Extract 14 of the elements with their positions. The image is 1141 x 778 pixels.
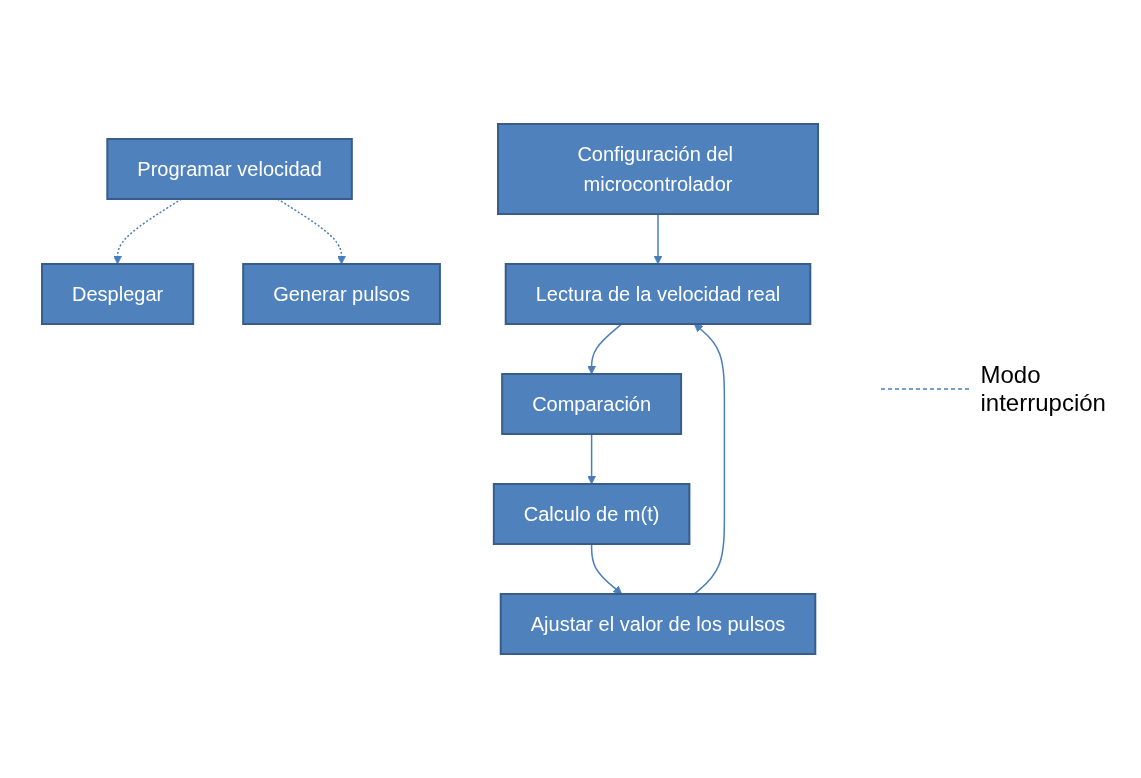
node-box: Configuración del microcontrolador (497, 123, 820, 215)
legend-text: Modo interrupción (980, 361, 1107, 417)
node-box: Ajustar el valor de los pulsos (500, 593, 817, 655)
node-box: Calculo de m(t) (493, 483, 691, 545)
node-box: Generar pulsos (242, 263, 442, 325)
arrow (587, 323, 624, 375)
node-box: Programar velocidad (106, 138, 354, 200)
arrow (591, 543, 623, 595)
node-box: Desplegar (41, 263, 195, 325)
arrow (693, 323, 726, 595)
node-box: Comparación (501, 373, 683, 435)
node-box: Lectura de la velocidad real (505, 263, 812, 325)
arrow (587, 433, 597, 485)
arrow (654, 213, 663, 265)
